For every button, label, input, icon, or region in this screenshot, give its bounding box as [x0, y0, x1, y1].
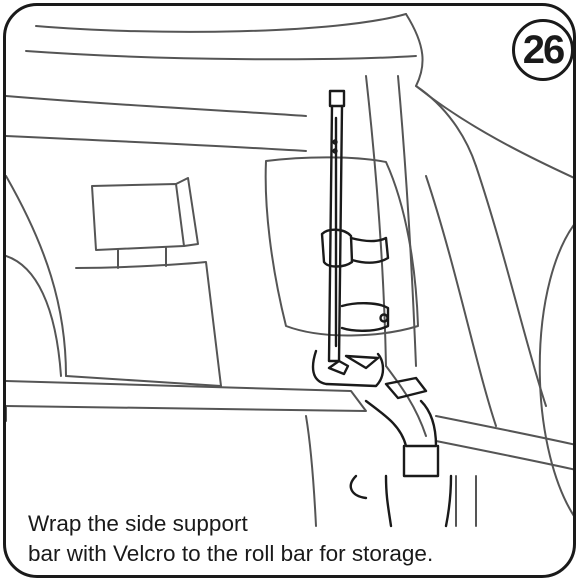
right-pillar: [425, 165, 547, 427]
rear-window-panel: [264, 156, 419, 337]
roof-lines: [25, 13, 573, 179]
cargo-floor: [6, 380, 573, 527]
mount-bracket: [311, 302, 390, 388]
illustration-frame: 26 Wrap the side support bar with Velcro…: [3, 3, 576, 578]
side-support-bar: [327, 89, 350, 376]
caption-line-1: Wrap the side support: [28, 511, 248, 536]
velcro-strap: [320, 228, 390, 268]
vehicle-interior-illustration: [6, 13, 573, 528]
step-number: 26: [522, 27, 565, 72]
left-side-panel: [6, 95, 307, 377]
instruction-caption: Wrap the side support bar with Velcro to…: [28, 509, 568, 569]
caption-line-2: bar with Velcro to the roll bar for stor…: [28, 541, 434, 566]
rear-seat: [65, 177, 222, 387]
step-number-badge: 26: [512, 19, 573, 81]
spare-tire: [538, 224, 573, 517]
tailgate-latch: [349, 376, 453, 528]
